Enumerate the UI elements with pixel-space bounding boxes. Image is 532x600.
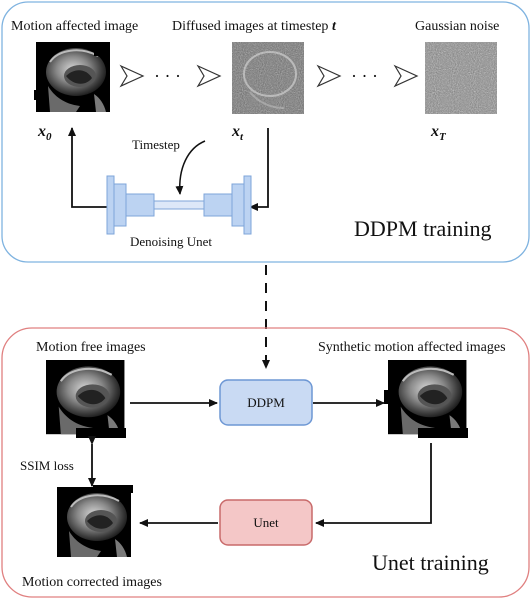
forward-diffusion-chevrons-1 <box>119 64 222 88</box>
forward-diffusion-chevrons-2 <box>316 64 419 88</box>
motion-corrected-label: Motion corrected images <box>22 575 162 590</box>
gaussian-noise-label: Gaussian noise <box>415 19 499 34</box>
synthetic-motion-image <box>384 358 468 438</box>
xT-label: xT <box>430 123 447 143</box>
timestep-label: Timestep <box>132 137 180 152</box>
ddpm-training-panel <box>1 1 530 263</box>
ddpm-box <box>219 379 313 426</box>
diffused-image <box>232 42 304 114</box>
ellipsis-1: · · · <box>154 66 181 86</box>
motion-free-label: Motion free images <box>36 340 146 355</box>
motion-affected-label: Motion affected image <box>11 19 138 34</box>
ddpm-training-title: DDPM training <box>354 216 492 241</box>
synthetic-to-unet-arrow <box>315 443 432 527</box>
diffused-label: Diffused images at timestep t <box>172 19 337 34</box>
motion-corrected-image <box>56 485 133 558</box>
synthetic-motion-label: Synthetic motion affected images <box>318 340 506 355</box>
timestep-arrow <box>175 140 206 195</box>
unet-box <box>219 499 313 546</box>
ddpm-box-label: DDPM <box>247 395 285 410</box>
motion-free-image <box>44 358 126 438</box>
xt-label: xt <box>231 123 244 143</box>
unet-training-panel <box>1 327 530 598</box>
ssim-loss-label: SSIM loss <box>20 458 74 473</box>
denoising-unet-icon <box>106 175 252 235</box>
x0-label: x0 <box>37 123 52 143</box>
gaussian-noise-image <box>425 42 497 114</box>
motion-affected-image <box>34 41 111 113</box>
ellipsis-2: · · · <box>351 66 378 86</box>
denoising-unet-label: Denoising Unet <box>130 234 212 249</box>
xt-to-unet-arrow <box>249 128 269 211</box>
unet-box-label: Unet <box>253 515 279 530</box>
unet-to-x0-arrow <box>68 127 107 208</box>
unet-training-title: Unet training <box>372 550 489 575</box>
